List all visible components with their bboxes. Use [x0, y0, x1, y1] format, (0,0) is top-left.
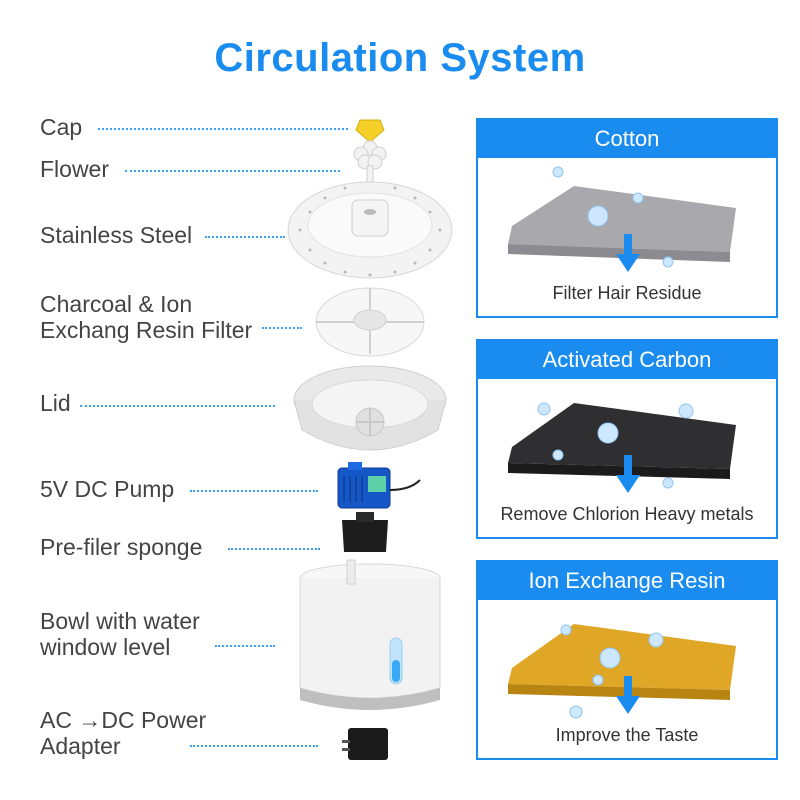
panel-caption: Filter Hair Residue [552, 283, 702, 303]
leader-flower [125, 170, 340, 172]
exploded-parts-illustration [287, 119, 453, 760]
arrow-down-icon [624, 234, 632, 256]
carbon-layer-illustration [508, 402, 736, 493]
stainless-steel-image [287, 181, 453, 279]
leader-filter [262, 327, 302, 329]
panel-title: Activated Carbon [478, 341, 776, 379]
cotton-layer-illustration [508, 166, 740, 272]
filter-panel-ion-exchange-resin: Ion Exchange Resin Improve the Taste [476, 560, 778, 760]
label-cap: Cap [40, 114, 83, 140]
leader-cap [98, 128, 348, 130]
page-title: Circulation System [214, 36, 586, 80]
panel-title: Cotton [478, 120, 776, 158]
panel-caption: Remove Chlorion Heavy metals [500, 504, 754, 524]
leader-bowl [215, 645, 275, 647]
panel-title: Ion Exchange Resin [478, 562, 776, 600]
panel-caption: Improve the Taste [555, 725, 699, 745]
label-lid: Lid [40, 390, 71, 416]
flower-image [353, 140, 387, 195]
lid-image [293, 365, 447, 451]
resin-layer-illustration [508, 624, 736, 719]
label-sponge: Pre-filer sponge [40, 534, 203, 560]
carbon-pad [508, 403, 736, 469]
filter-image [315, 287, 425, 357]
label-stainless-steel: Stainless Steel [40, 222, 193, 248]
label-flower: Flower [40, 156, 110, 182]
resin-pad [508, 624, 736, 690]
arrow-down-icon [624, 455, 632, 477]
leader-adapter [190, 745, 318, 747]
filter-panel-cotton: Cotton Filter Hair Residue [476, 118, 778, 318]
sponge-image [342, 512, 388, 552]
bowl-image [299, 559, 441, 710]
cotton-pad [508, 186, 736, 252]
filter-panel-activated-carbon: Activated Carbon Remove Chlorion Heavy m… [476, 339, 778, 539]
cap-image [355, 119, 385, 143]
label-pump: 5V DC Pump [40, 476, 175, 502]
leader-pump [190, 490, 318, 492]
leader-lid [80, 405, 275, 407]
adapter-image [342, 728, 388, 760]
leader-stainless-steel [205, 236, 285, 238]
arrow-down-icon [624, 676, 632, 698]
leader-sponge [228, 548, 320, 550]
pump-image [337, 462, 421, 509]
